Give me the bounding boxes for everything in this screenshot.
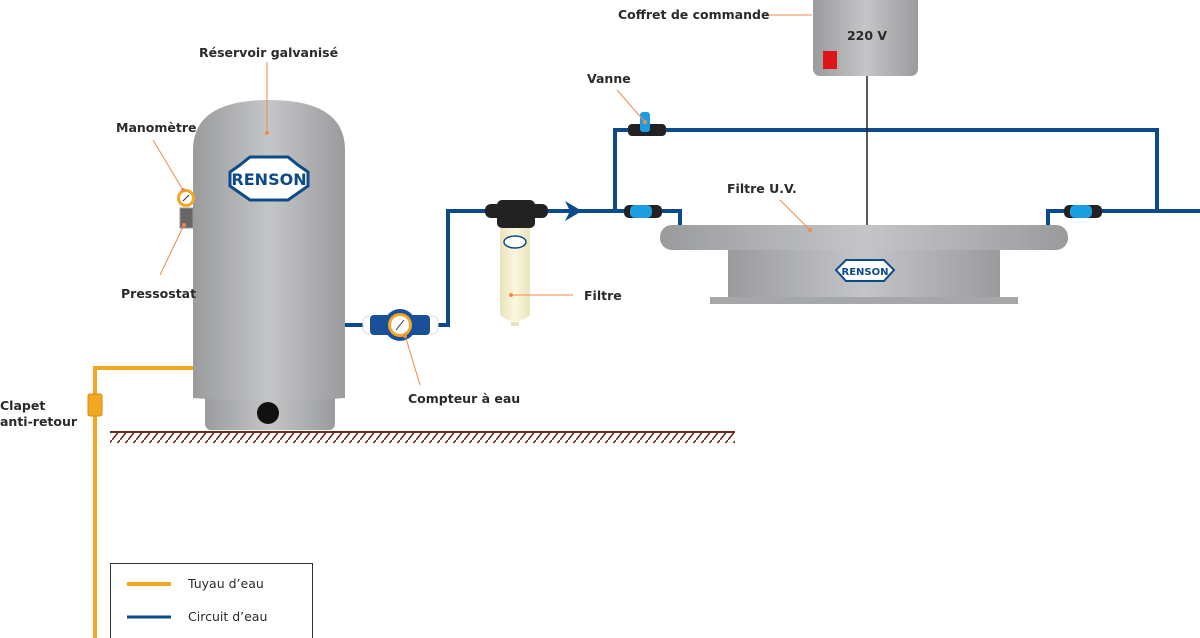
water-pipe: [93, 366, 195, 638]
renson-logo: RENSON: [834, 259, 896, 282]
label-pressostat: Pressostat: [121, 286, 196, 301]
label-clapet: Clapet: [0, 398, 45, 413]
label-clapet-2: anti-retour: [0, 414, 78, 429]
flow-arrow-icon: [565, 201, 582, 221]
control-box: 220 V: [813, 0, 918, 76]
label-compteur: Compteur à eau: [408, 391, 520, 406]
water-meter: [362, 309, 439, 341]
indicator-light: [823, 51, 837, 69]
svg-text:220 V: 220 V: [847, 28, 887, 43]
valve-uv-inlet[interactable]: [624, 205, 662, 218]
label-vanne: Vanne: [587, 71, 631, 86]
label-coffret: Coffret de commande: [618, 7, 769, 22]
manometer: [177, 189, 195, 207]
uv-filter: RENSON: [660, 225, 1068, 304]
legend-label-water-circuit: Circuit d’eau: [188, 609, 267, 624]
label-manometre: Manomètre: [116, 120, 196, 135]
check-valve: [87, 393, 103, 417]
renson-logo: RENSON: [228, 155, 310, 202]
pressure-switch: [179, 207, 194, 229]
filter: [485, 200, 548, 326]
legend: Tuyau d’eau Circuit d’eau: [110, 563, 313, 638]
label-reservoir: Réservoir galvanisé: [199, 45, 338, 60]
valve-uv-outlet[interactable]: [1064, 205, 1102, 218]
galvanized-tank: RENSON: [193, 100, 345, 430]
svg-text:RENSON: RENSON: [842, 267, 889, 278]
valve-top[interactable]: [628, 112, 666, 136]
label-filtre: Filtre: [584, 288, 622, 303]
legend-label-water-pipe: Tuyau d’eau: [187, 576, 264, 591]
label-filtre-uv: Filtre U.V.: [727, 181, 797, 196]
ground: [110, 431, 735, 443]
svg-text:RENSON: RENSON: [231, 170, 306, 189]
